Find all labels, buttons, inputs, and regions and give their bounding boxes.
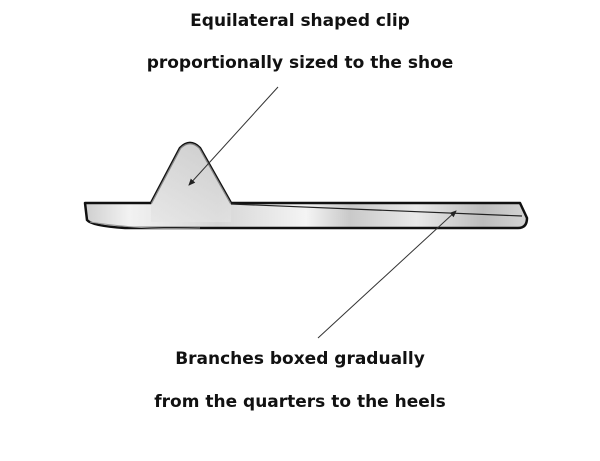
- branch-pointer-arrow: [317, 210, 457, 339]
- clip-caption-line2: proportionally sized to the shoe: [146, 53, 454, 73]
- shoe-branch: [83, 141, 529, 230]
- branch-caption-line2: from the quarters to the heels: [154, 392, 446, 412]
- clip-pointer-arrow: [188, 86, 279, 186]
- clip-caption-line1: Equilateral shaped clip: [190, 11, 410, 31]
- branch-caption-line1: Branches boxed gradually: [175, 349, 425, 369]
